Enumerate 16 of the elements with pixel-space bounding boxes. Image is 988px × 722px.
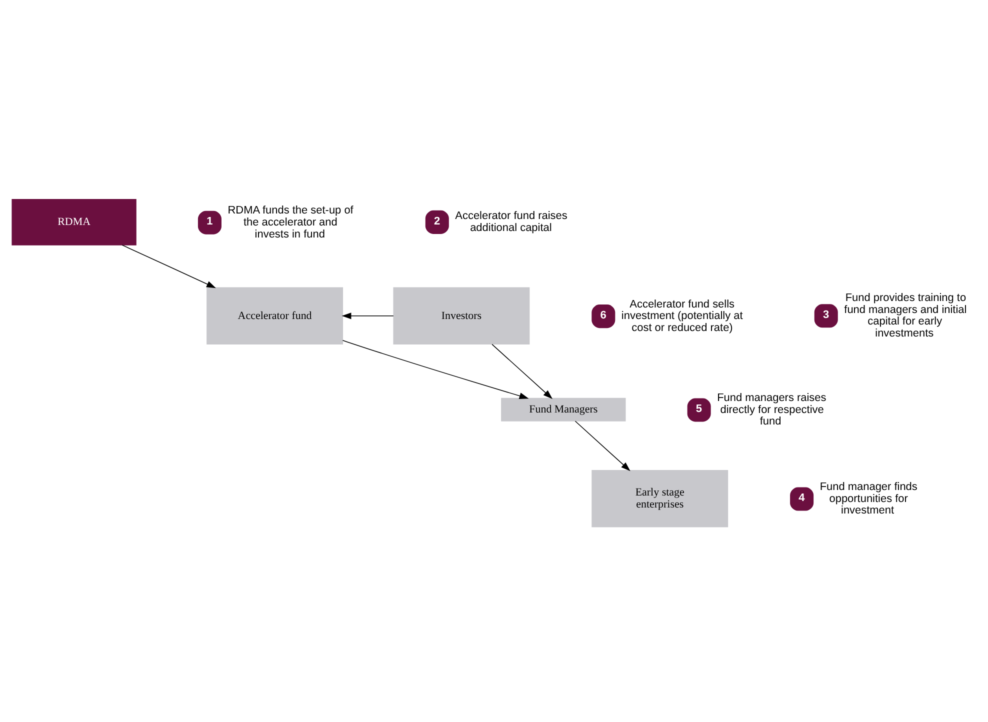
node-label: Accelerator fund sells investment (potentially at cost or reduced rate) — [621, 298, 743, 334]
arrow — [122, 244, 216, 288]
arrow — [574, 420, 630, 472]
node-box: Fund Managers — [501, 398, 626, 422]
arrow — [342, 340, 529, 400]
node-label: RDMA funds the set-up of the accelerator and invests in fund — [228, 204, 354, 240]
arrow — [342, 312, 394, 320]
node-box: Early stage enterprises — [592, 470, 728, 528]
node-box: Accelerator fund — [206, 287, 344, 345]
node-box: RDMA — [12, 199, 136, 246]
node-label: Fund provides training to fund managers and initial capital for early investments — [844, 292, 967, 340]
node-label: Fund managers raises directly for respective fund — [717, 392, 826, 428]
arrow — [492, 344, 553, 400]
node-box: Investors — [393, 287, 530, 345]
node-label: Accelerator fund raises additional capital — [455, 210, 568, 234]
node-label: Fund manager finds opportunities for investment — [820, 481, 918, 517]
